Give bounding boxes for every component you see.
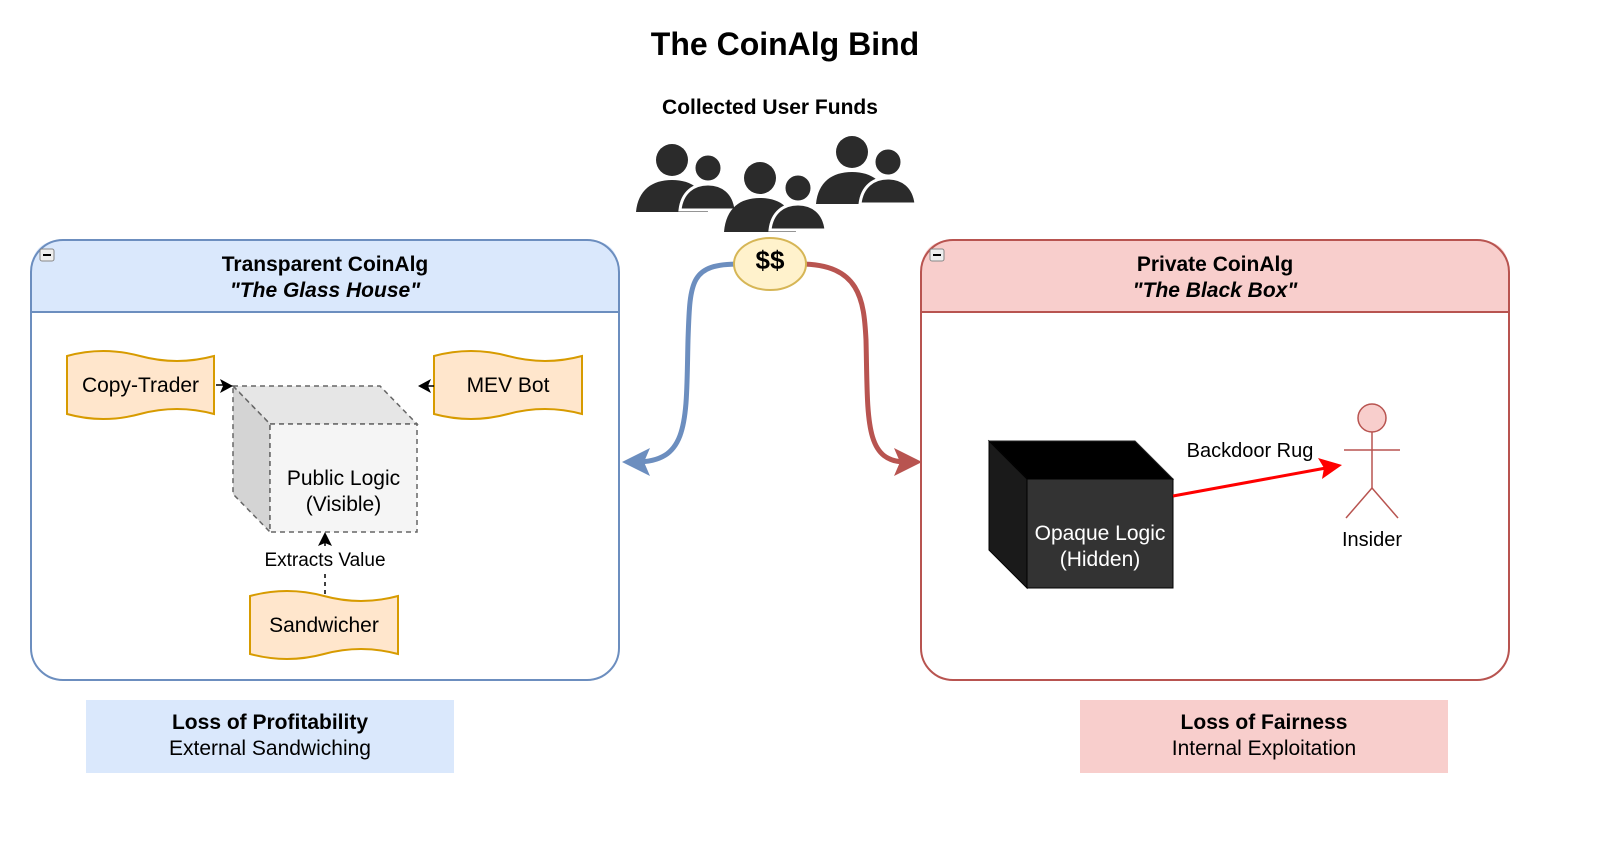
mev-bot-label: MEV Bot [466, 374, 550, 397]
mev-bot-edge [418, 379, 431, 393]
users-group-icon [636, 136, 918, 232]
public-logic-line1: Public Logic [286, 467, 401, 490]
public-logic-label: Public Logic (Visible) [270, 466, 417, 518]
outcome-fairness: Loss of Fairness Internal Exploitation [1080, 710, 1448, 762]
sandwicher-label: Sandwicher [269, 614, 379, 637]
funds-token-label: $$ [755, 245, 785, 275]
mev-bot-node[interactable] [433, 350, 583, 420]
public-logic-cube[interactable] [231, 384, 419, 534]
outcome-fairness-detail: Internal Exploitation [1171, 737, 1357, 760]
transparent-title: Transparent CoinAlg [221, 253, 429, 276]
copy-trader-label: Copy-Trader [81, 374, 200, 397]
flow-arrow-transparent [635, 261, 741, 465]
sandwicher-node[interactable] [249, 590, 399, 660]
outcome-profitability-title: Loss of Profitability [171, 711, 368, 734]
public-logic-line2: (Visible) [305, 493, 382, 516]
collapse-icon[interactable] [929, 248, 945, 262]
private-header: Private CoinAlg "The Black Box" [921, 252, 1509, 304]
outcome-fairness-title: Loss of Fairness [1180, 711, 1348, 734]
funds-token [733, 237, 807, 291]
backdoor-rug-edge [1172, 466, 1327, 498]
transparent-container [30, 239, 620, 681]
transparent-header: Transparent CoinAlg "The Glass House" [31, 252, 619, 304]
outcome-profitability: Loss of Profitability External Sandwichi… [86, 710, 454, 762]
funds-label: Collected User Funds [662, 96, 878, 119]
opaque-logic-label: Opaque Logic (Hidden) [1027, 521, 1173, 573]
outcome-box-profitability [86, 700, 454, 773]
arrowhead-transparent [622, 448, 650, 476]
diagram-title: The CoinAlg Bind [650, 26, 920, 62]
opaque-logic-line2: (Hidden) [1059, 548, 1141, 571]
outcome-box-fairness [1080, 700, 1448, 773]
outcome-profitability-detail: External Sandwiching [169, 737, 371, 760]
private-container [920, 239, 1510, 681]
copy-trader-node[interactable] [66, 350, 215, 420]
opaque-logic-cube[interactable] [987, 439, 1175, 590]
insider-label: Insider [1341, 529, 1403, 551]
flow-arrow-private [799, 261, 907, 465]
opaque-logic-line1: Opaque Logic [1034, 522, 1166, 545]
private-title: Private CoinAlg [1136, 253, 1294, 276]
arrowhead-private [894, 448, 922, 476]
collapse-icon[interactable] [39, 248, 55, 262]
backdoor-rug-label: Backdoor Rug [1186, 440, 1314, 462]
insider-actor-icon[interactable] [1344, 403, 1400, 519]
extracts-value-label: Extracts Value [245, 548, 405, 574]
transparent-subtitle: "The Glass House" [229, 279, 421, 302]
private-subtitle: "The Black Box" [1132, 279, 1298, 302]
